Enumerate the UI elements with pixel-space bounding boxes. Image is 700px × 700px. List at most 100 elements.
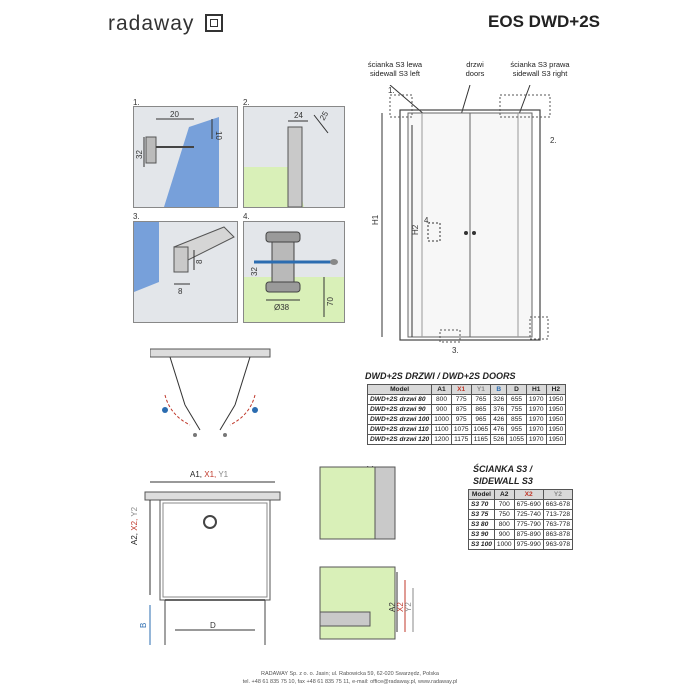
plan-label-y1: Y1 [218, 470, 229, 479]
sidewall-table-cell-y2: 863-878 [542, 529, 573, 540]
doors-table-header-b: B [490, 384, 508, 395]
detail-4-drawing: 32 Ø38 70 [244, 222, 344, 322]
sidewall-table-header-a2: A2 [493, 489, 515, 500]
sidewall-table-cell-y2: 663-678 [542, 499, 573, 510]
elevation-ref-1: 1. [388, 86, 395, 95]
doors-table-cell-b: 426 [490, 414, 508, 425]
doors-table-cell-a1: 900 [431, 404, 452, 415]
front-elevation-drawing: H1 H2 4. 1. 2. 3. [371, 85, 557, 355]
footer: RADAWAY Sp. z o. o. Jasin; ul. Rabowicka… [0, 670, 700, 686]
doors-table-cell-d: 855 [506, 414, 527, 425]
sidewall-table-cell-x2: 775-790 [513, 519, 544, 530]
sidewall-table-cell-model: S3 90 [468, 529, 495, 540]
doors-table-cell-h2: 1950 [545, 394, 567, 405]
doors-table-header-x1: X1 [450, 384, 472, 395]
detail-4-dim-70: 70 [326, 297, 335, 306]
doors-table-header-a1: A1 [431, 384, 452, 395]
doors-table-cell-y1: 865 [470, 404, 492, 415]
doors-table-cell-d: 655 [506, 394, 527, 405]
elevation-ref-4: 4. [424, 216, 431, 225]
callout-doors: drzwi doors [465, 60, 485, 78]
doors-table-cell-h2: 1950 [545, 404, 567, 415]
doors-table-cell-model: DWD+2S drzwi 100 [366, 414, 433, 425]
doors-table-cell-b: 326 [490, 394, 508, 405]
plan-label-x1: X1, [204, 470, 217, 479]
plan-label-x2: X2, [130, 518, 139, 531]
doors-table-cell-h1: 1970 [525, 434, 547, 445]
sidewall-table-title-line1: ŚCIANKA S3 / [473, 464, 533, 474]
doors-table-title: DWD+2S DRZWI / DWD+2S DOORS [365, 371, 516, 381]
doors-table-cell-h1: 1970 [525, 404, 547, 415]
detail-3-number: 3. [133, 212, 140, 221]
doors-table-cell-b: 476 [490, 424, 508, 435]
section-label-a2: A2 [388, 602, 397, 612]
sidewall-table-cell-y2: 763-778 [542, 519, 573, 530]
detail-3-drawing: 8 8 [134, 222, 237, 322]
doors-table-cell-x1: 975 [450, 414, 472, 425]
doors-table-cell-x1: 875 [450, 404, 472, 415]
doors-table-cell-h1: 1970 [525, 414, 547, 425]
sidewall-table-cell-y2: 713-728 [542, 509, 573, 520]
plan-label-a1: A1, [190, 470, 203, 479]
sidewall-table-cell-a2: 750 [493, 509, 515, 520]
detail-1-drawing: 20 10 32 [134, 107, 237, 207]
brand-logo-text: radaway [108, 12, 195, 35]
sidewall-table-cell-x2: 725-740 [513, 509, 544, 520]
detail-3-panel: 8 8 [133, 221, 238, 323]
detail-2-number: 2. [243, 98, 250, 107]
doors-table-cell-d: 755 [506, 404, 527, 415]
doors-table-cell-h2: 1950 [545, 414, 567, 425]
doors-table-cell-y1: 1065 [470, 424, 492, 435]
sidewall-table-cell-y2: 963-978 [542, 539, 573, 550]
elevation-label-h1: H1 [371, 214, 380, 225]
sidewall-table-header-y2: Y2 [542, 489, 573, 500]
detail-4-dim-32: 32 [250, 267, 259, 276]
detail-3-dim-8-vertical: 8 [195, 259, 204, 264]
plan-label-d: D [210, 621, 216, 630]
doors-table-cell-h1: 1970 [525, 394, 547, 405]
callout-sidewall-right: ścianka S3 prawa sidewall S3 right [510, 60, 570, 78]
sidewall-table-header-model: Model [468, 489, 495, 500]
detail-1-dim-20: 20 [170, 110, 179, 119]
sidewall-table-cell-x2: 975-990 [513, 539, 544, 550]
footer-contact: tel. +48 61 835 75 10, fax +48 61 835 75… [242, 679, 458, 685]
sidewall-table-cell-a2: 900 [493, 529, 515, 540]
doors-table-cell-x1: 775 [450, 394, 472, 405]
detail-1-number: 1. [133, 98, 140, 107]
doors-table-cell-model: DWD+2S drzwi 90 [366, 404, 433, 415]
doors-table-header-h2: H2 [545, 384, 567, 395]
doors-table-cell-a1: 1200 [431, 434, 452, 445]
doors-table-cell-a1: 1000 [431, 414, 452, 425]
doors-table-header-h1: H1 [525, 384, 547, 395]
doors-table-cell-y1: 1165 [470, 434, 492, 445]
detail-2-panel: 24 25 [243, 106, 345, 208]
section-label-y2: Y2 [404, 602, 413, 612]
model-title: EOS DWD+2S [488, 12, 600, 31]
doors-table-cell-h2: 1950 [545, 424, 567, 435]
section-label-x2: X2 [396, 602, 405, 612]
doors-table-cell-a1: 800 [431, 394, 452, 405]
elevation-ref-3: 3. [452, 346, 459, 355]
doors-table-cell-model: DWD+2S drzwi 110 [366, 424, 433, 435]
detail-4-number: 4. [243, 212, 250, 221]
doors-table-cell-y1: 765 [470, 394, 492, 405]
detail-1-dim-32: 32 [135, 150, 144, 159]
doors-table-cell-h1: 1970 [525, 424, 547, 435]
sidewall-table-cell-model: S3 75 [468, 509, 495, 520]
doors-table-header-model: Model [366, 384, 433, 395]
sidewall-table-cell-model: S3 80 [468, 519, 495, 530]
sidewall-table-cell-model: S3 70 [468, 499, 495, 510]
sidewall-table-cell-a2: 1000 [493, 539, 515, 550]
detail-1-dim-10: 10 [214, 131, 223, 140]
elevation-label-h2: H2 [411, 224, 420, 235]
